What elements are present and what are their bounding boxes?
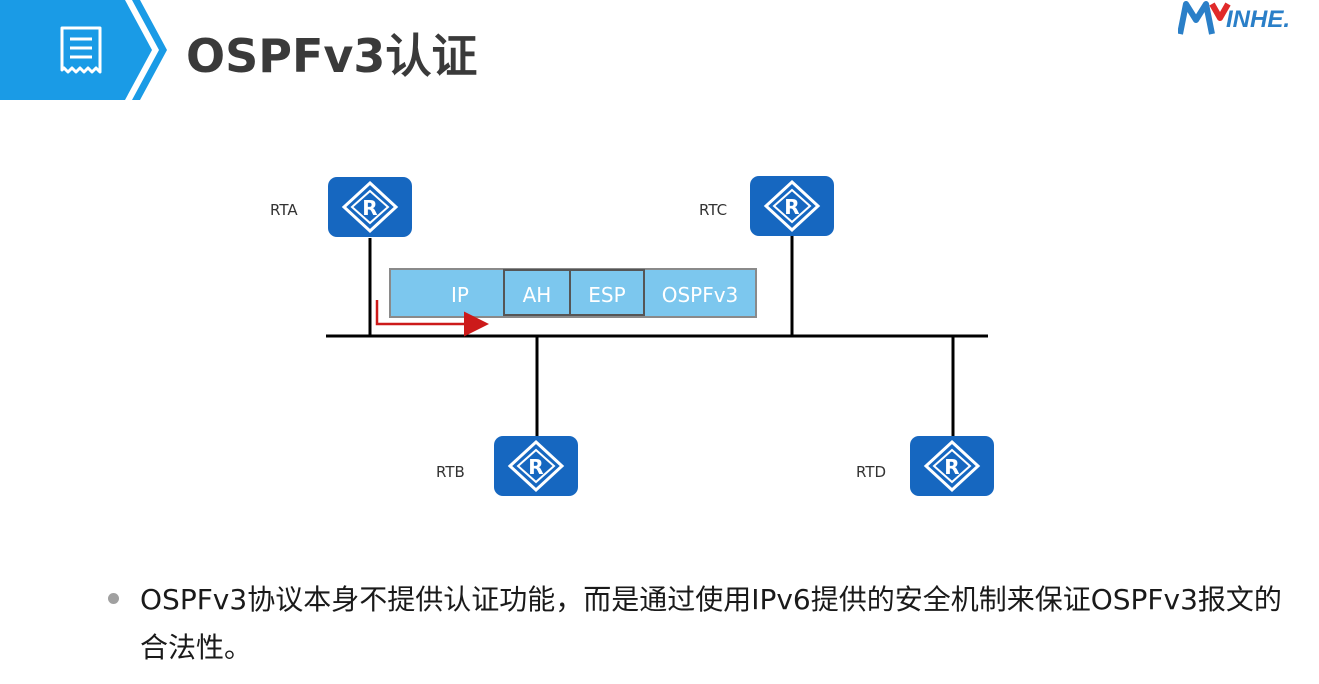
packet-label-esp: ESP	[588, 283, 625, 307]
packet-label-ip: IP	[451, 283, 469, 307]
packet-label-ah: AH	[523, 283, 552, 307]
bullet-point-icon	[108, 593, 119, 604]
document-list-icon	[60, 26, 102, 74]
router-rtb-icon	[492, 434, 580, 498]
title-banner	[0, 0, 167, 100]
packet-field-ah	[503, 269, 571, 316]
logo-text: INHE.	[1226, 6, 1291, 33]
router-label-rta: RTA	[270, 201, 298, 219]
router-rtc-icon	[748, 174, 836, 238]
page-title: OSPFv3认证	[186, 29, 478, 83]
bullet-text: OSPFv3协议本身不提供认证功能，而是通过使用IPv6提供的安全机制来保证OS…	[140, 583, 1282, 664]
router-label-rtc: RTC	[699, 201, 727, 219]
packet-structure: IP AH ESP OSPFv3	[389, 268, 757, 318]
packet-label-ospfv3: OSPFv3	[662, 283, 739, 307]
router-label-rtd: RTD	[856, 463, 886, 481]
packet-flow-arrow	[375, 300, 489, 337]
company-logo	[1178, 1, 1231, 35]
router-label-rtb: RTB	[436, 463, 465, 481]
packet-field-esp	[569, 269, 645, 316]
router-rta-icon	[326, 175, 414, 239]
router-rtd-icon	[908, 434, 996, 498]
